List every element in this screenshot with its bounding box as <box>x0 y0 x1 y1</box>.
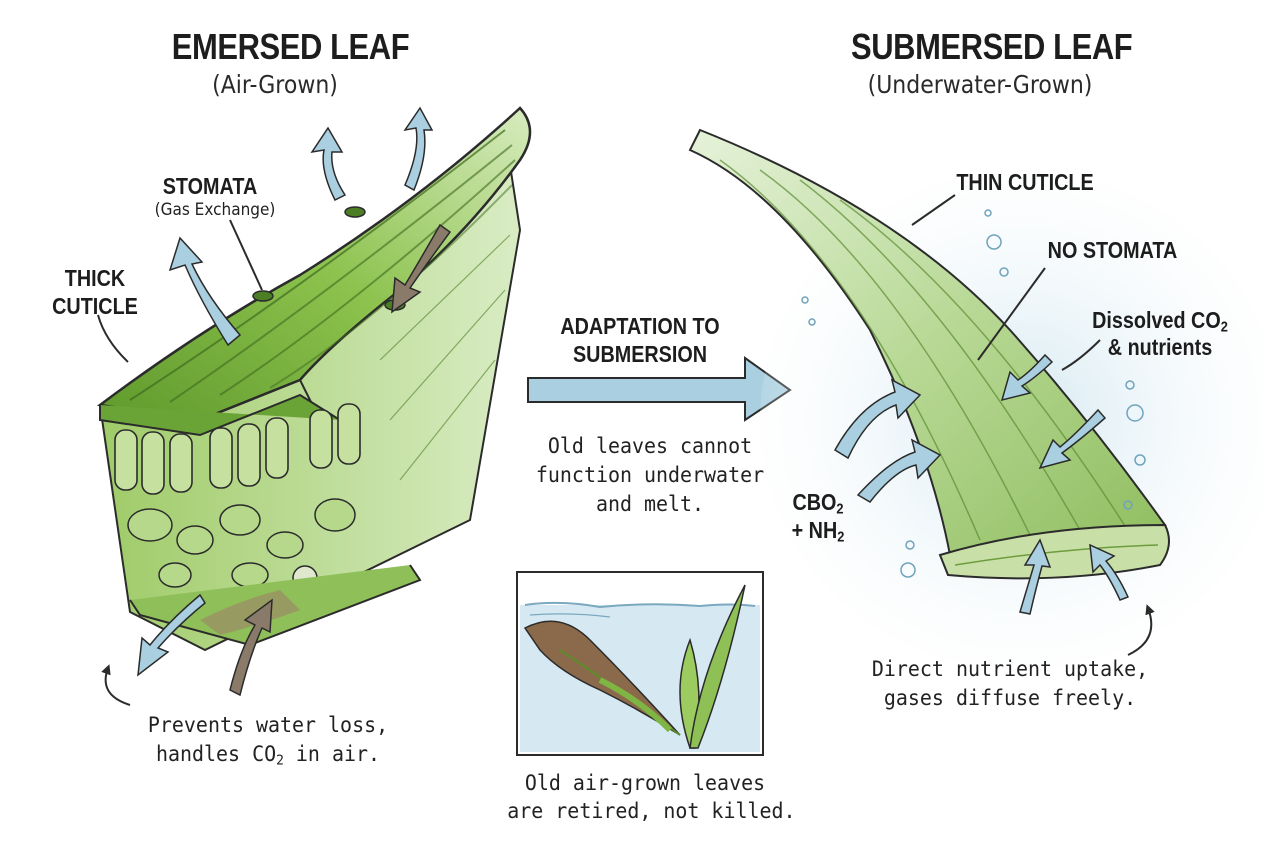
thick-cuticle-label-1: THICK <box>64 265 126 291</box>
down-arrow-icon <box>137 593 206 677</box>
right-arrow-icon <box>833 378 922 460</box>
up-arrow-icon <box>310 126 347 202</box>
submersed-note-line1: Direct nutrient uptake, <box>871 657 1149 681</box>
adaptation-label-2: SUBMERSION <box>572 341 708 367</box>
cbo2-label: CBO2 <box>792 489 844 518</box>
thin-cuticle-label: THIN CUTICLE <box>956 169 1094 195</box>
stoma-pore <box>252 290 274 302</box>
stoma-pore <box>344 206 366 218</box>
submersed-leaf-illustration <box>688 128 1264 670</box>
emersed-note-line2: handles CO2 in air. <box>155 742 381 769</box>
up-arrow-icon <box>403 106 434 192</box>
stomata-sublabel: (Gas Exchange) <box>154 200 276 220</box>
dissolved-co2-label: Dissolved CO2 <box>1092 307 1228 336</box>
bubble-icon <box>801 209 1146 578</box>
emersed-note-line1: Prevents water loss, <box>147 713 389 737</box>
thick-cuticle-label-2: CUTICLE <box>52 293 138 319</box>
adaptation-label-1: ADAPTATION TO <box>560 313 720 339</box>
new-leaf <box>689 584 746 749</box>
up-arrow-icon <box>1019 538 1052 615</box>
down-arrow-icon <box>1000 353 1054 402</box>
old-leaves-line3: and melt. <box>595 492 705 516</box>
emersed-subtitle: (Air-Grown) <box>212 70 338 99</box>
emersed-title: EMERSED LEAF <box>171 26 410 67</box>
inset-panel <box>516 571 764 756</box>
up-arrow-icon <box>168 236 242 347</box>
right-arrow-icon <box>856 438 942 503</box>
stomata-label: STOMATA <box>162 173 258 199</box>
no-stomata-label: NO STOMATA <box>1047 237 1178 263</box>
submersed-note-line2: gases diffuse freely. <box>883 686 1137 710</box>
retired-line1: Old air-grown leaves <box>524 771 766 795</box>
emersed-gas-arrows <box>137 106 452 697</box>
old-leaves-line1: Old leaves cannot <box>547 434 753 458</box>
leaf-top-surface <box>96 106 532 422</box>
submersed-subtitle: (Underwater-Grown) <box>867 70 1093 99</box>
down-arrow-icon <box>1038 408 1107 470</box>
up-arrow-icon <box>1089 543 1130 601</box>
up-arrow-icon <box>229 598 273 697</box>
submersed-title: SUBMERSED LEAF <box>851 26 1133 67</box>
nh2-label: + NH2 <box>791 517 845 546</box>
retired-line2: are retired, not killed. <box>507 799 796 823</box>
down-arrow-icon <box>391 223 452 314</box>
old-leaves-line2: function underwater <box>535 463 765 487</box>
nutrients-label: & nutrients <box>1107 334 1213 360</box>
